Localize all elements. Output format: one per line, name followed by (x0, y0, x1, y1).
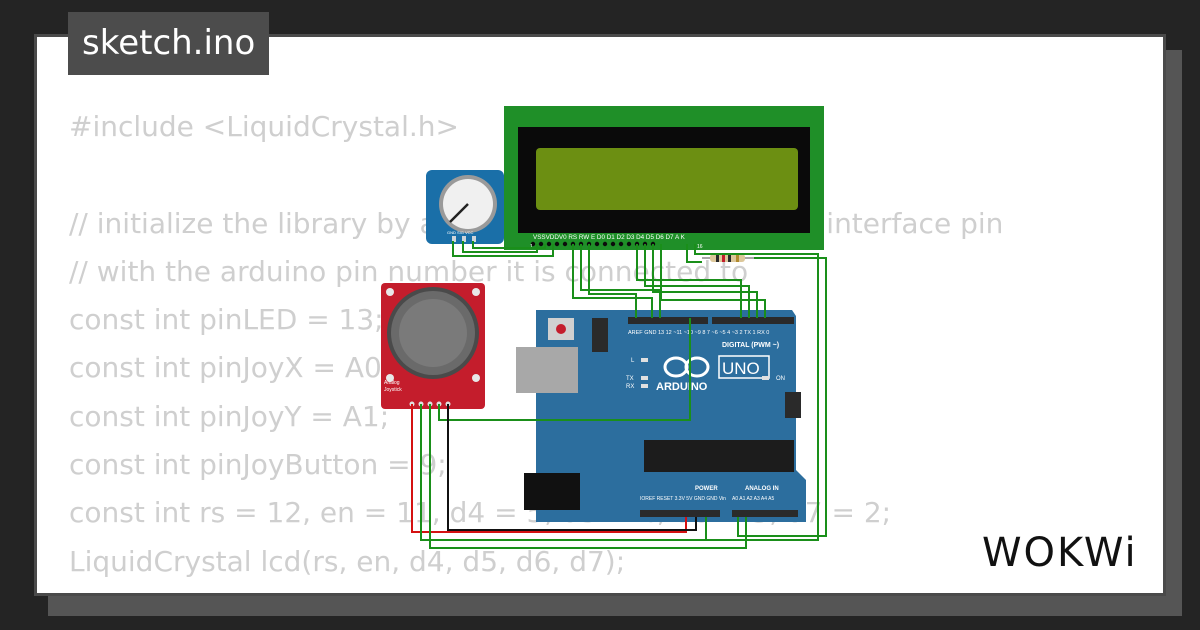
lcd-display[interactable]: VSSVDDV0 RS RW E D0 D1 D2 D3 D4 D5 D6 D7… (504, 106, 824, 250)
power-header-label: POWER (695, 486, 718, 492)
lcd-pin-last: 16 (697, 244, 703, 250)
joystick-label-line2: Joystick (384, 387, 402, 393)
potentiometer-pin-labels: GND SIG VCC (447, 230, 474, 235)
wokwi-logo-text: WOKWi (982, 530, 1138, 576)
led-tx-label: TX (626, 376, 634, 382)
usb-port (516, 347, 578, 393)
analog-joystick[interactable]: Analog Joystick (381, 283, 485, 409)
file-name-badge: sketch.ino (68, 12, 270, 75)
digital-header-label: DIGITAL (PWM ~) (722, 342, 779, 349)
code-preview: #include <LiquidCrystal.h> // initialize… (69, 103, 1003, 586)
code-line: #include <LiquidCrystal.h> (69, 110, 459, 143)
led-on-label: ON (776, 376, 785, 382)
code-line: const int pinLED = 13; (69, 303, 384, 337)
analog-header-label: ANALOG IN (745, 486, 779, 492)
arduino-logo-icon (663, 356, 710, 378)
arduino-uno[interactable]: DIGITAL (PWM ~) AREF GND 13 12 ~11 ~10 ~… (516, 310, 806, 522)
code-line: LiquidCrystal lcd(rs, en, d4, d5, d6, d7… (69, 544, 626, 578)
wokwi-logo: WOKWi (982, 530, 1138, 576)
potentiometer-knob-indicator (449, 203, 469, 223)
wires (411, 241, 827, 549)
atmega-chip (644, 440, 794, 472)
uno-model-label: UNO (722, 359, 760, 378)
digital-pin-labels: AREF GND 13 12 ~11 ~10 ~9 8 7 ~6 ~5 4 ~3… (628, 330, 769, 336)
power-pin-labels: IOREF RESET 3.3V 5V GND GND Vin (640, 496, 726, 502)
lcd-pin-labels: VSSVDDV0 RS RW E D0 D1 D2 D3 D4 D5 D6 D7… (533, 234, 686, 241)
led-rx-label: RX (626, 384, 634, 390)
led-l-label: L (631, 358, 635, 364)
potentiometer[interactable]: GND SIG VCC (426, 170, 504, 244)
code-line: const int pinJoyButton = 9; (69, 448, 447, 482)
code-line: const int pinJoyY = A1; (69, 399, 390, 433)
joystick-label-line1: Analog (384, 380, 400, 386)
arduino-logo-text: ARDUINO (656, 381, 708, 393)
analog-pin-labels: A0 A1 A2 A3 A4 A5 (732, 496, 774, 502)
resistor[interactable] (702, 254, 754, 262)
power-jack (524, 473, 580, 510)
